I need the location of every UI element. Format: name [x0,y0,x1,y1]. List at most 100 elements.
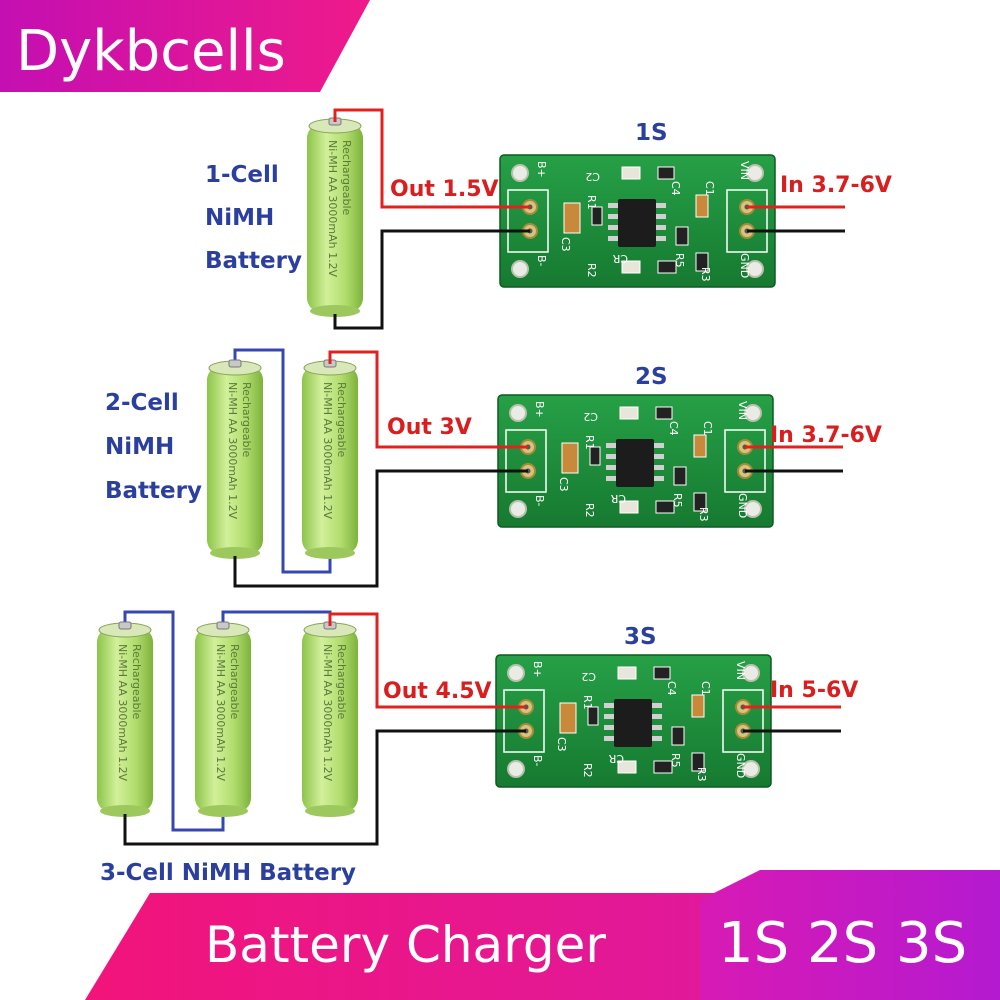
section-title: 3S [624,624,657,650]
silk-label-gnd: GND [738,253,751,278]
silk-label-r1: R1 [581,695,594,710]
silk-label-r2: R2 [585,263,598,278]
silk-label-c4: C4 [669,181,682,196]
section-title: 1S [635,120,668,146]
silk-label-r1: R1 [583,435,596,450]
battery-type-text: Rechargeable [228,644,241,720]
silk-label-c3: C3 [557,477,570,492]
battery-cell-label: NiMH [105,434,174,460]
silk-label-bplus: B+ [533,401,546,418]
battery-spec-text: Ni-MH AA 3000mAh 1.2V [226,382,239,520]
mounting-hole [511,260,529,278]
smd-component [589,446,601,466]
footer-title: Battery Charger [205,916,606,974]
battery-spec-text: Ni-MH AA 3000mAh 1.2V [326,140,339,278]
smd-component [653,666,671,680]
battery-cell-label: 2-Cell [105,390,179,416]
silk-label-c3: C3 [555,737,568,752]
battery-cell-label: Battery [205,248,302,274]
silk-label-r3: R3 [699,267,712,282]
silk-label-bminus: B- [531,755,544,767]
negative-output-wire [333,229,530,330]
battery-spec-text: Ni-MH AA 3000mAh 1.2V [321,382,334,520]
smd-component [673,466,687,486]
smd-component [617,666,637,680]
smd-component [695,194,709,218]
mounting-hole [746,164,764,182]
silk-label-r3: R3 [695,767,708,782]
silk-label-bminus: B- [533,495,546,507]
section-title: 2S [635,364,668,390]
mounting-hole [744,404,762,422]
input-voltage-label: In 3.7-6V [780,173,892,198]
battery-spec-text: Ni-MH AA 3000mAh 1.2V [321,644,334,782]
silk-label-cr: CR [608,752,624,765]
silk-label-r5: R5 [671,493,684,508]
positive-output-wire [328,350,528,449]
brand-banner: Dykbcells [0,0,370,92]
positive-output-wire [333,108,530,209]
battery-type-text: Rechargeable [335,382,348,458]
output-voltage-label: Out 1.5V [390,177,499,202]
silk-label-c1: C1 [701,421,714,436]
silk-label-bminus: B- [535,255,548,267]
silk-label-cr: CR [610,492,626,505]
output-voltage-label: Out 3V [387,415,472,440]
mounting-hole [746,260,764,278]
silk-label-c1: C1 [699,681,712,696]
mounting-hole [507,664,525,682]
silk-label-r2: R2 [581,763,594,778]
smd-component [671,726,685,746]
smd-component [561,442,579,474]
mounting-hole [507,760,525,778]
smd-component [653,760,673,774]
charger-ic-chip [614,699,652,747]
silk-label-r1: R1 [585,195,598,210]
smd-component [619,500,639,514]
battery-type-text: Rechargeable [240,382,253,458]
smd-component [563,202,581,234]
footer-banner: Battery Charger 1S 2S 3S [85,870,1000,1000]
silk-label-c1: C1 [703,181,716,196]
battery-spec-text: Ni-MH AA 3000mAh 1.2V [116,644,129,782]
mounting-hole [509,500,527,518]
input-voltage-label: In 5-6V [770,678,858,703]
silk-label-r3: R3 [697,507,710,522]
silk-label-c2: C2 [585,170,600,183]
smd-component [619,406,639,420]
battery-type-text: Rechargeable [130,644,143,720]
mounting-hole [742,664,760,682]
silk-label-bplus: B+ [531,661,544,678]
silk-label-gnd: GND [736,493,749,518]
battery-cell-label: 3-Cell NiMH Battery [100,860,356,886]
mounting-hole [742,760,760,778]
output-voltage-label: Out 4.5V [383,679,492,704]
mounting-hole [509,404,527,422]
positive-output-wire [328,612,526,709]
battery-type-text: Rechargeable [340,140,353,216]
silk-label-vin: VIN [736,401,749,420]
silk-label-r5: R5 [669,753,682,768]
smd-component [587,706,599,726]
negative-output-wire [123,729,526,846]
silk-label-r5: R5 [673,253,686,268]
smd-component [657,166,675,180]
smd-component [695,252,709,272]
smd-component [621,260,641,274]
smd-component [693,492,707,512]
smd-component [691,752,705,772]
smd-component [591,206,603,226]
mounting-hole [744,500,762,518]
battery-cell-label: 1-Cell [205,162,279,188]
